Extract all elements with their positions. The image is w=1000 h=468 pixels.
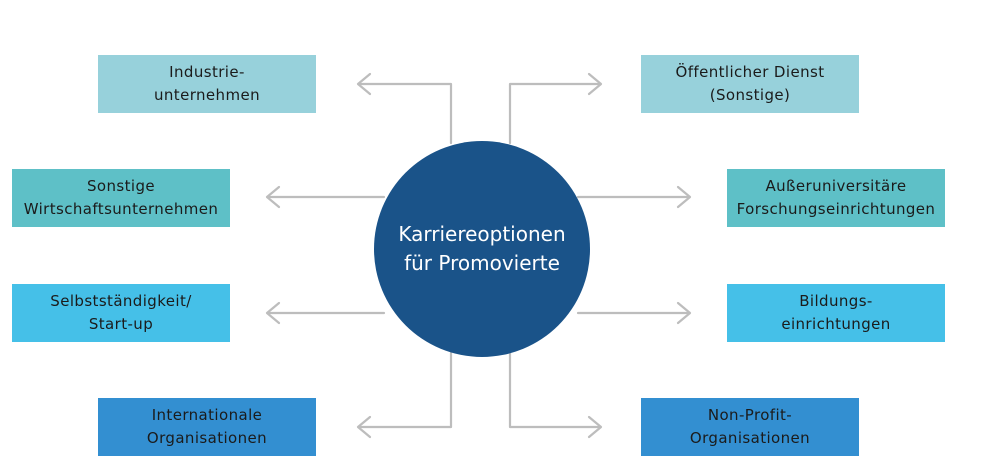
hub-title-line2: für Promovierte bbox=[404, 251, 560, 275]
option-label-line1: Internationale bbox=[151, 406, 263, 424]
arrowhead-bottom-left bbox=[356, 415, 372, 439]
option-label-line1: Öffentlicher Dienst bbox=[675, 63, 825, 81]
hub-circle: Karriereoptionen für Promovierte bbox=[374, 141, 590, 357]
hub-title-line1: Karriereoptionen bbox=[398, 222, 566, 246]
connector-bottom-left bbox=[358, 351, 453, 429]
option-box-non-profit-organisationen: Non-Profit- Organisationen bbox=[641, 398, 859, 456]
option-label-line2: Start-up bbox=[88, 315, 154, 333]
connector-bottom-right bbox=[508, 351, 601, 429]
arrowhead-top-left bbox=[356, 72, 372, 96]
option-box-internationale-organisationen: Internationale Organisationen bbox=[98, 398, 316, 456]
arrowhead-bottom-right bbox=[587, 415, 603, 439]
arrowhead-upper-right bbox=[676, 185, 692, 209]
option-label-line2: einrichtungen bbox=[781, 315, 891, 333]
option-label-line1: Bildungs- bbox=[799, 292, 873, 310]
option-box-industrieunternehmen: Industrie- unternehmen bbox=[98, 55, 316, 113]
arrowhead-lower-left bbox=[265, 301, 281, 325]
option-label-line2: Organisationen bbox=[689, 429, 811, 447]
connector-top-right bbox=[508, 82, 601, 145]
option-label-line2: Forschungseinrichtungen bbox=[736, 200, 936, 218]
arrowhead-top-right bbox=[587, 72, 603, 96]
option-label-line2: Organisationen bbox=[146, 429, 268, 447]
option-box-oeffentlicher-dienst: Öffentlicher Dienst (Sonstige) bbox=[641, 55, 859, 113]
option-label-line2: (Sonstige) bbox=[709, 86, 791, 104]
option-label-line1: Sonstige bbox=[86, 177, 155, 195]
option-box-bildungseinrichtungen: Bildungs- einrichtungen bbox=[727, 284, 945, 342]
option-box-ausseruniversitaere-forschung: Außeruniversitäre Forschungseinrichtunge… bbox=[727, 169, 945, 227]
option-label-line1: Non-Profit- bbox=[707, 406, 793, 424]
option-box-sonstige-wirtschaftsunternehmen: Sonstige Wirtschaftsunternehmen bbox=[12, 169, 230, 227]
connector-top-left bbox=[358, 82, 453, 145]
option-label-line1: Industrie- bbox=[169, 63, 245, 81]
option-label-line1: Außeruniversitäre bbox=[765, 177, 907, 195]
arrowhead-upper-left bbox=[265, 185, 281, 209]
option-label-line1: Selbstständigkeit/ bbox=[50, 292, 192, 310]
option-label-line2: unternehmen bbox=[153, 86, 261, 104]
arrowhead-lower-right bbox=[676, 301, 692, 325]
option-label-line2: Wirtschaftsunternehmen bbox=[23, 200, 219, 218]
option-box-selbststaendigkeit: Selbstständigkeit/ Start-up bbox=[12, 284, 230, 342]
